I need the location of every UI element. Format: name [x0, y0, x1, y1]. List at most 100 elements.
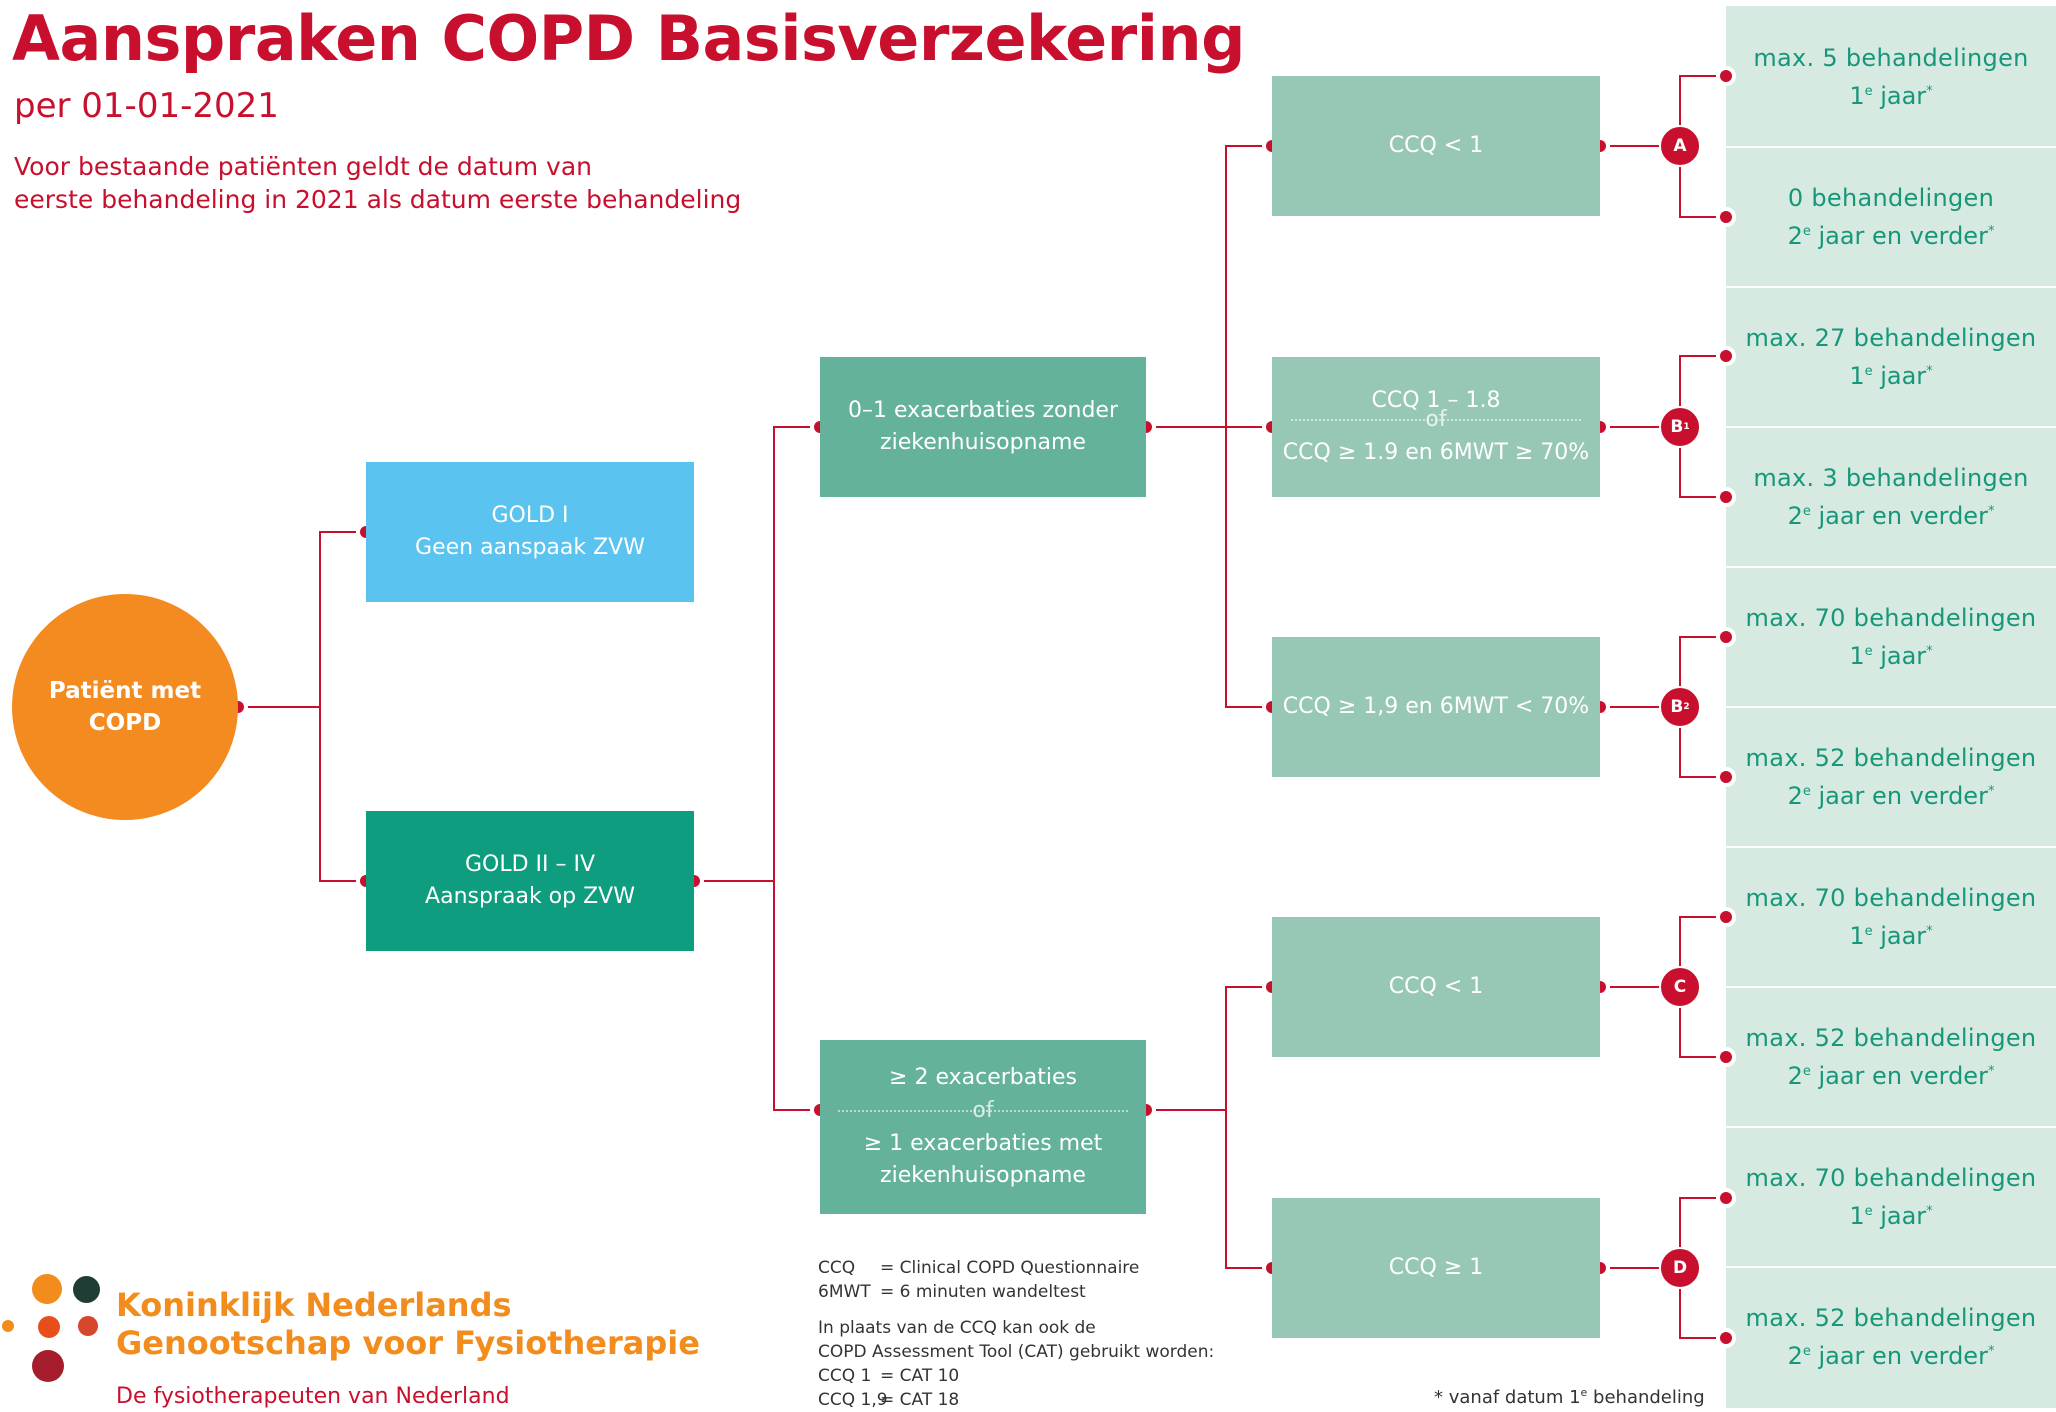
legend-value: = 6 minuten wandeltest [880, 1282, 1086, 1302]
exacerbation-low-line1: 0–1 exacerbaties zonder [848, 398, 1118, 423]
gold1-line1: GOLD I [491, 503, 569, 528]
legend-text: In plaats van de CCQ kan ook de [818, 1318, 1096, 1338]
gold2-line2: Aanspraak op ZVW [425, 884, 635, 909]
outcome-period: 2e jaar en verder* [1787, 1061, 1995, 1090]
outcome-d-next: max. 52 behandelingen 2e jaar en verder* [1726, 1268, 2056, 1406]
patient-node: Patiënt met COPD [12, 594, 238, 820]
outcome-period: 1e jaar* [1849, 1201, 1933, 1230]
outcome-period: 1e jaar* [1849, 921, 1933, 950]
intro-note: Voor bestaande patiënten geldt de datum … [14, 150, 774, 216]
outcome-amount: max. 52 behandelingen [1745, 1023, 2037, 1052]
footnote-text-end: behandeling [1587, 1387, 1705, 1408]
connector-gold2-low [694, 426, 820, 882]
ccq-c-box: CCQ < 1 [1272, 917, 1600, 1057]
outcome-period: 1e jaar* [1849, 361, 1933, 390]
ccq-a-label: CCQ < 1 [1388, 133, 1484, 158]
connector-dot [1716, 907, 1736, 927]
connector-low-b2 [1225, 427, 1272, 708]
logo-line1: Koninklijk Nederlands [116, 1286, 512, 1324]
outcome-period: 1e jaar* [1849, 641, 1933, 670]
gold2-box: GOLD II – IV Aanspraak op ZVW [366, 811, 694, 951]
outcome-period: 1e jaar* [1849, 81, 1933, 110]
connector-low-a [1146, 145, 1272, 428]
badge-d-label: D [1672, 1258, 1688, 1278]
outcome-divider [1726, 566, 2056, 568]
legend-value: = CAT 10 [880, 1366, 960, 1386]
connector-d-outcomes [1679, 1197, 1726, 1339]
exacerbation-low-line2: ziekenhuisopname [880, 430, 1086, 455]
outcome-c-first: max. 70 behandelingen 1e jaar* [1726, 848, 2056, 986]
intro-note-line2: eerste behandeling in 2021 als datum eer… [14, 185, 742, 214]
ccq-b2-box: CCQ ≥ 1,9 en 6MWT < 70% [1272, 637, 1600, 777]
outcome-divider [1726, 146, 2056, 148]
ccq-b1-box: CCQ 1 – 1.8 of CCQ ≥ 1.9 en 6MWT ≥ 70% [1272, 357, 1600, 497]
legend-text: COPD Assessment Tool (CAT) gebruikt word… [818, 1342, 1215, 1362]
outcome-divider [1726, 426, 2056, 428]
badge-a: A [1659, 125, 1701, 167]
or-label: of [972, 1098, 994, 1123]
outcome-b2-first: max. 70 behandelingen 1e jaar* [1726, 568, 2056, 706]
outcome-divider [1726, 846, 2056, 848]
outcome-divider [1726, 706, 2056, 708]
outcome-amount: max. 70 behandelingen [1745, 603, 2037, 632]
connector-high-d [1225, 1110, 1272, 1269]
connector-dot [1716, 1047, 1736, 1067]
ccq-b2-label: CCQ ≥ 1,9 en 6MWT < 70% [1282, 694, 1590, 719]
ccq-b1-bottom: CCQ ≥ 1.9 en 6MWT ≥ 70% [1282, 440, 1590, 465]
exacerbation-high-line1: ≥ 2 exacerbaties [889, 1065, 1077, 1090]
outcome-amount: max. 5 behandelingen [1753, 43, 2029, 72]
badge-b1-label: B [1670, 417, 1684, 437]
legend-key: 6MWT [818, 1282, 871, 1302]
ccq-c-label: CCQ < 1 [1388, 974, 1484, 999]
connector-high-c [1146, 986, 1272, 1111]
page-title: Aanspraken COPD Basisverzekering [12, 2, 1246, 75]
outcome-d-first: max. 70 behandelingen 1e jaar* [1726, 1128, 2056, 1266]
badge-b2-sup: 2 [1683, 702, 1690, 712]
gold1-box: GOLD I Geen aanspaak ZVW [366, 462, 694, 602]
outcome-divider [1726, 986, 2056, 988]
outcome-period: 2e jaar en verder* [1787, 781, 1995, 810]
connector-dot [1716, 346, 1736, 366]
outcome-amount: max. 70 behandelingen [1745, 1163, 2037, 1192]
legend-row: CCQ 1= CAT 10 [818, 1364, 1214, 1388]
gold2-line1: GOLD II – IV [464, 852, 596, 877]
patient-line1: Patiënt met [48, 678, 202, 704]
ccq-d-label: CCQ ≥ 1 [1388, 1255, 1484, 1280]
outcome-divider [1726, 1266, 2056, 1268]
abbreviation-legend: CCQ= Clinical COPD Questionnaire 6MWT = 6… [818, 1256, 1214, 1412]
connector-patient-gold1 [238, 531, 366, 708]
outcome-period: 2e jaar en verder* [1787, 1341, 1995, 1370]
outcome-a-first: max. 5 behandelingen 1e jaar* [1726, 8, 2056, 146]
logo-dot [32, 1350, 64, 1382]
or-label: of [1425, 407, 1447, 432]
or-divider: of [1291, 407, 1581, 432]
legend-value: = Clinical COPD Questionnaire [880, 1258, 1140, 1278]
ccq-d-box: CCQ ≥ 1 [1272, 1198, 1600, 1338]
connector-b2-outcomes [1679, 636, 1726, 778]
outcome-amount: max. 70 behandelingen [1745, 883, 2037, 912]
logo-dot [78, 1316, 98, 1336]
outcome-amount: 0 behandelingen [1787, 183, 1995, 212]
ccq-b1-top: CCQ 1 – 1.8 [1371, 388, 1501, 413]
connector-dot [1716, 487, 1736, 507]
badge-b2-label: B [1670, 697, 1684, 717]
gold1-line2: Geen aanspaak ZVW [415, 535, 645, 560]
logo-dot [73, 1276, 100, 1303]
legend-row: CCQ= Clinical COPD Questionnaire [818, 1256, 1214, 1280]
patient-line2: COPD [88, 710, 162, 736]
outcome-b1-next: max. 3 behandelingen 2e jaar en verder* [1726, 428, 2056, 566]
badge-c-label: C [1673, 977, 1687, 997]
connector-dot [1716, 1328, 1736, 1348]
page-subtitle: per 01-01-2021 [14, 86, 279, 126]
badge-a-label: A [1673, 136, 1687, 156]
outcome-period: 2e jaar en verder* [1787, 221, 1995, 250]
footnote-text: * vanaf datum 1 [1434, 1387, 1581, 1408]
footnote: * vanaf datum 1e behandeling [1434, 1386, 1705, 1408]
or-divider: of [838, 1098, 1128, 1123]
outcome-a-next: 0 behandelingen 2e jaar en verder* [1726, 148, 2056, 286]
connector-patient-gold2 [319, 707, 366, 882]
connector-b1-outcomes [1679, 355, 1726, 498]
kngf-logo-icon [0, 1272, 110, 1382]
badge-d: D [1659, 1247, 1701, 1289]
